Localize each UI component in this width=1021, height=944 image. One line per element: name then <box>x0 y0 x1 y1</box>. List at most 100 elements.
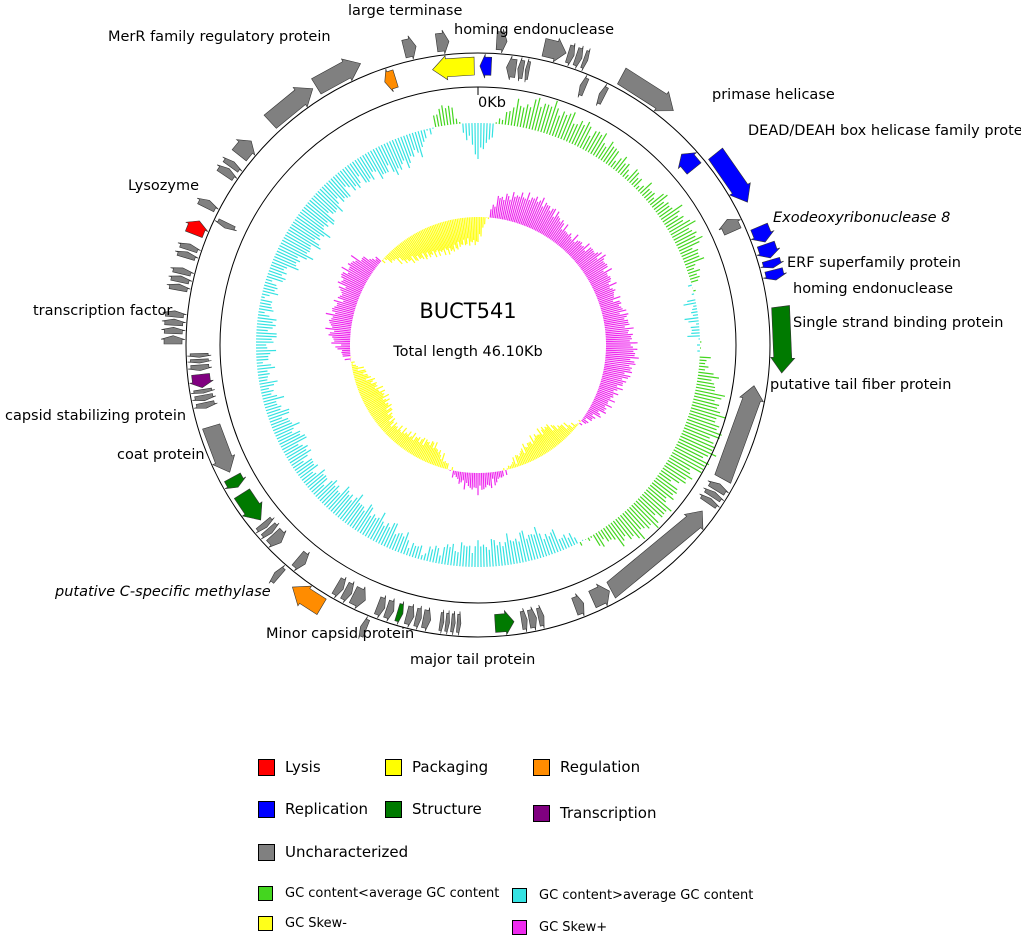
gc-skew-bar <box>552 229 563 242</box>
gc-skew-bar <box>465 217 469 239</box>
gc-skew-bar <box>508 196 516 221</box>
gene-arrow-uncharacterized <box>162 310 187 319</box>
gc-skew-bar <box>375 408 393 423</box>
gene-arrow-uncharacterized <box>196 197 219 213</box>
gene-arrow-uncharacterized <box>187 363 212 371</box>
gc-skew-bar <box>516 198 527 224</box>
legend-item-packaging: Packaging <box>385 758 488 776</box>
gc-content-bar <box>690 407 726 419</box>
gc-skew-bar <box>545 424 562 443</box>
genome-total-length: Total length 46.10Kb <box>392 344 543 360</box>
gc-skew-bar <box>592 280 611 290</box>
gc-content-bar <box>683 255 700 263</box>
gc-content-bar <box>641 188 650 197</box>
gc-skew-bar <box>564 241 575 252</box>
gc-content-bar <box>359 156 375 180</box>
gene-label: Single strand binding protein <box>793 315 1003 331</box>
gc-skew-bar <box>589 272 608 284</box>
gc-content-bar <box>688 413 716 423</box>
gc-skew-bar <box>533 434 547 454</box>
gc-skew-bar <box>593 398 613 409</box>
gc-content-bar <box>257 317 277 321</box>
gc-skew-bar <box>550 424 565 441</box>
gc-content-bar <box>693 305 697 307</box>
gc-content-bar <box>465 546 468 567</box>
gc-skew-bar <box>415 232 428 253</box>
gc-content-bar <box>637 498 656 516</box>
gc-content-bar <box>311 477 328 493</box>
gc-skew-bar <box>493 206 496 219</box>
gc-content-bar <box>432 115 437 128</box>
gc-content-bar <box>639 182 653 194</box>
gc-skew-bar <box>406 436 418 452</box>
gc-skew-bar <box>421 229 434 252</box>
gc-skew-bar <box>545 216 560 237</box>
gc-content-bar <box>453 551 456 566</box>
gc-skew-bar <box>506 192 515 221</box>
gc-skew-bar <box>598 385 614 392</box>
gc-content-bar <box>369 150 385 175</box>
gc-skew-bar <box>456 218 462 245</box>
gc-skew-bar <box>434 224 447 256</box>
gc-content-bar <box>659 207 673 218</box>
gc-content-bar <box>698 365 709 368</box>
gc-content-bar <box>608 151 620 166</box>
gc-content-bar <box>456 552 459 567</box>
gene-arrow-regulation <box>384 68 399 92</box>
gc-content-bar <box>394 532 403 552</box>
legend-swatch-replication <box>258 800 275 818</box>
gc-skew-bar <box>359 384 378 394</box>
gc-skew-bar <box>451 219 459 250</box>
gc-skew-bar <box>457 471 460 480</box>
gc-content-bar <box>274 421 300 435</box>
gc-content-bar <box>280 242 314 261</box>
gc-content-bar <box>288 448 307 461</box>
gc-content-bar <box>655 477 677 494</box>
gc-skew-bar <box>328 319 352 325</box>
gc-content-bar <box>417 545 423 559</box>
gc-skew-bar <box>521 443 532 462</box>
gene-arrow-uncharacterized <box>606 510 704 599</box>
gc-content-bar <box>678 438 717 457</box>
legend-swatch-skew-plus <box>512 920 527 935</box>
gc-content-bar <box>403 135 412 157</box>
gc-content-bar <box>397 137 411 169</box>
gc-content-bar <box>690 326 700 329</box>
legend-swatch-skew-minus <box>258 916 273 931</box>
gene-arrow-uncharacterized <box>191 387 215 394</box>
gc-skew-bar <box>578 252 595 267</box>
gc-skew-bar <box>588 407 601 416</box>
gc-skew-bar <box>398 433 408 446</box>
gc-content-bar <box>438 108 443 127</box>
gene-label: homing endonuclease <box>793 281 953 297</box>
gc-skew-bar <box>604 319 629 325</box>
gc-skew-bar <box>520 199 531 225</box>
gene-arrow-uncharacterized <box>177 242 201 254</box>
gc-skew-bar <box>405 239 418 257</box>
gc-skew-bar <box>580 252 603 269</box>
gc-content-bar <box>362 155 374 172</box>
gc-skew-bar <box>371 404 389 417</box>
gc-content-bar <box>665 462 693 480</box>
gc-content-bar <box>264 281 277 287</box>
gc-skew-bar <box>428 442 438 464</box>
gc-content-bar <box>450 543 455 566</box>
gc-skew-bar <box>571 245 585 259</box>
gc-content-bar <box>610 522 625 541</box>
gc-content-bar <box>261 296 265 299</box>
gc-skew-bar <box>513 192 524 223</box>
gc-skew-bar <box>601 304 620 312</box>
gc-skew-bar <box>592 401 607 410</box>
gc-skew-bar <box>403 240 419 262</box>
gc-skew-bar <box>399 431 412 447</box>
gene-arrow-uncharacterized <box>401 35 417 60</box>
gene-label: coat protein <box>117 447 205 463</box>
gc-content-bar <box>257 314 270 317</box>
gene-arrow-replication <box>750 222 775 243</box>
gc-skew-bar <box>463 472 467 490</box>
gene-label: Lysozyme <box>128 178 199 194</box>
gc-skew-bar <box>605 329 629 334</box>
gc-skew-bar <box>434 449 442 466</box>
gc-skew-bar <box>552 429 564 442</box>
